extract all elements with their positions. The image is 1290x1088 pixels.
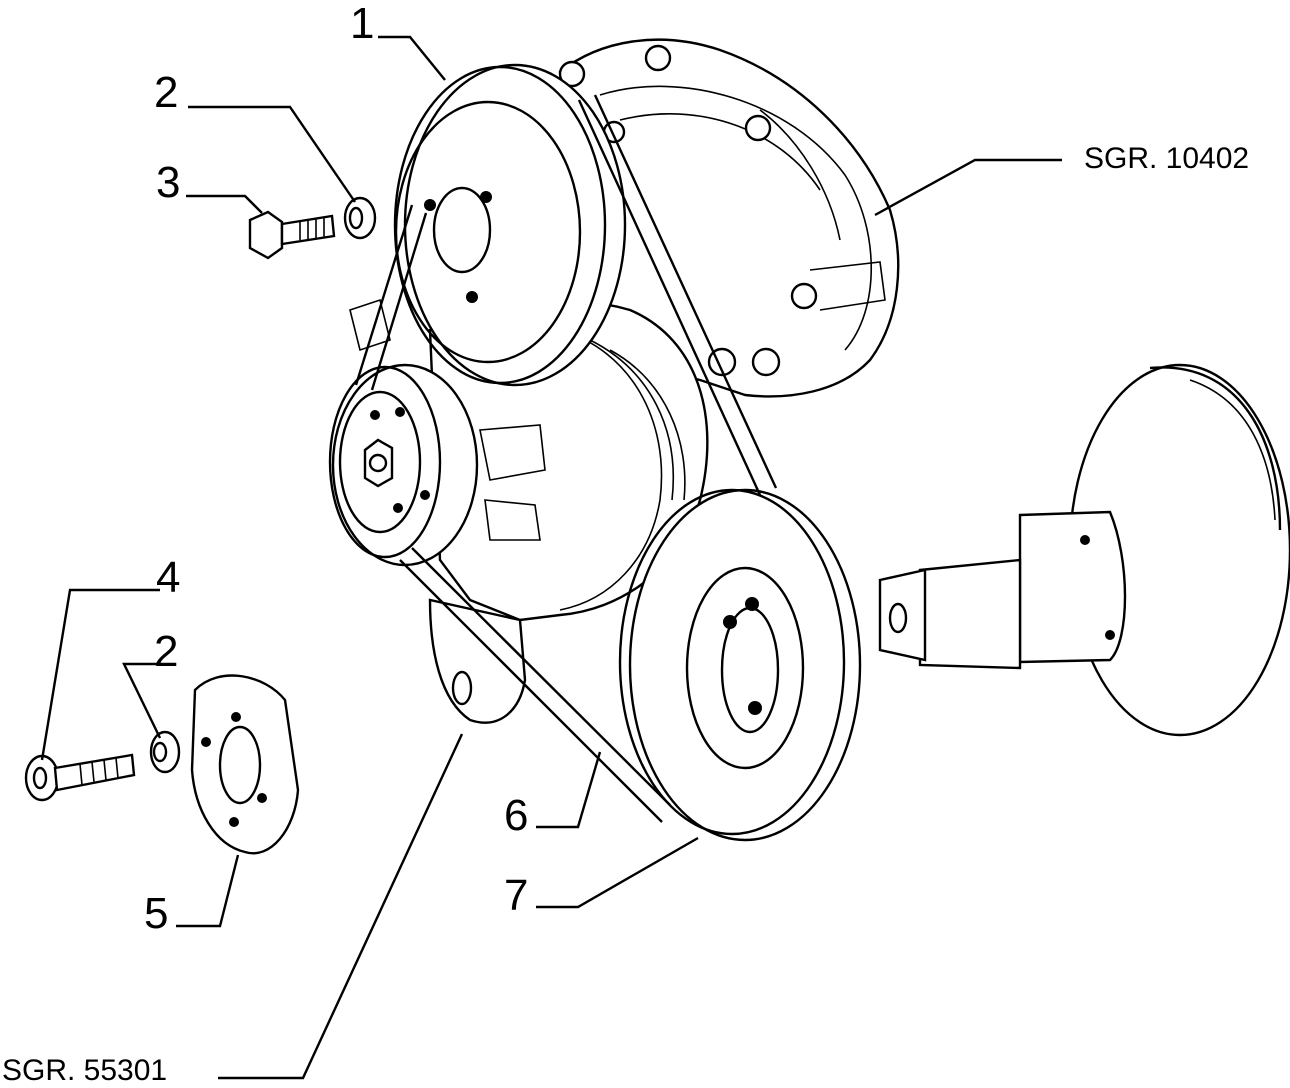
callout-1: 1 [350,0,374,48]
callout-7: 7 [504,871,528,920]
washer-2-lower [149,730,181,774]
callout-5: 5 [144,889,168,938]
callout-2-lower: 2 [154,627,178,676]
engine-housing [558,38,900,398]
alternator-pulley [328,363,479,567]
callout-4: 4 [156,553,180,602]
drive-belts [354,94,778,823]
plate-5 [190,674,300,855]
water-pump-pulley [393,63,627,387]
leader-lines [40,35,1062,1080]
callout-2-upper: 2 [154,68,178,117]
bolt-4 [24,753,136,802]
crankshaft [878,363,1290,737]
washer-2-upper [343,196,377,240]
crankshaft-pulley [618,488,862,842]
callout-3: 3 [156,158,180,207]
bolt-3 [248,210,336,260]
reference-upper: SGR. 10402 [1084,142,1249,175]
reference-lower: SGR. 55301 [2,1054,167,1083]
callout-6: 6 [504,791,528,840]
